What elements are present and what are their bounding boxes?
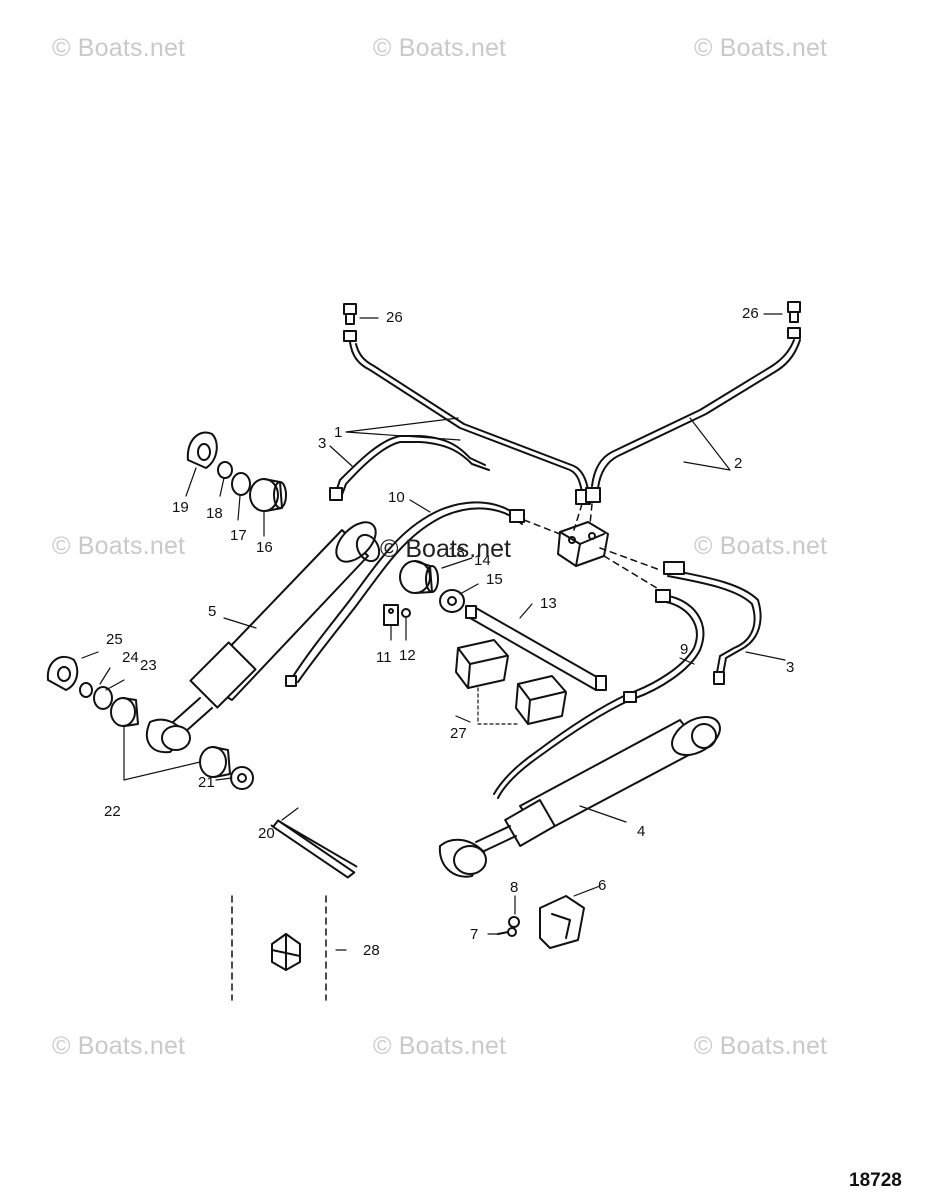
callout-15: 15 [486,571,503,588]
callout-4: 4 [637,823,646,840]
callout-10: 10 [388,489,405,506]
watermark: © Boats.net [373,1032,507,1060]
callout-2: 2 [734,455,743,472]
part-20-pin [270,819,358,879]
part-8-washer [508,916,520,928]
callout-18: 18 [206,505,223,522]
callout-1: 1 [334,424,343,441]
watermark: © Boats.net [52,532,186,560]
part-6-clamp [539,895,585,949]
diagram-reference-number: 18728 [849,1170,902,1191]
part-22-bushing [110,697,231,778]
part-3-tube-upper [329,435,490,501]
watermark: © Boats.net [52,34,186,62]
part-10-tube [285,501,525,687]
callout-17: 17 [230,527,247,544]
part-12-screw [401,608,411,618]
callout-14: 14 [474,552,491,569]
part-26-fitting-right [787,301,801,339]
callout-6: 6 [598,877,607,894]
part-17-washer [231,472,251,496]
callout-13: 13 [540,595,557,612]
part-15-washer [439,589,465,613]
callout-19: 19 [172,499,189,516]
part-1-hose [349,341,591,505]
part-26-fitting-left [343,303,357,342]
callout-25: 25 [106,631,123,648]
part-16-bushing [249,478,287,512]
connection-lines [231,503,661,1001]
part-25-mount [46,655,79,691]
callout-26: 26 [742,305,759,322]
callout-20: 20 [258,825,275,842]
part-21-washer [230,766,254,790]
watermark: © Boats.net [694,1032,828,1060]
watermark: © Boats.net [694,34,828,62]
callout-24: 24 [122,649,139,666]
callout-16: 16 [256,539,273,556]
part-28-anode [271,933,301,971]
callout-18: 18 [448,544,465,561]
callout-3: 3 [786,659,795,676]
part-19-mount [186,431,218,469]
callout-27: 27 [450,725,467,742]
part-27-blocks [455,639,567,725]
callout-22: 22 [104,803,121,820]
part-3-tube-lower [663,561,762,685]
part-14-bushing [399,560,439,594]
watermark: © Boats.net [694,532,828,560]
watermark: © Boats.net [380,535,511,563]
leader-lines [81,313,786,951]
callout-21: 21 [198,774,215,791]
part-2-hose [585,339,801,503]
callout-28: 28 [363,942,380,959]
part-7-screw [497,927,517,937]
callout-7: 7 [470,926,479,943]
callout-12: 12 [399,647,416,664]
callout-8: 8 [510,879,519,896]
callout-3: 3 [318,435,327,452]
callout-26: 26 [386,309,403,326]
part-23-washer [93,686,113,710]
part-11-bracket [383,604,399,626]
watermark: © Boats.net [373,34,507,62]
callout-11: 11 [376,649,392,666]
manifold-block [557,521,609,567]
part-9-tube [493,589,705,799]
part-4-cylinder [438,716,721,878]
callout-23: 23 [140,657,157,674]
callout-5: 5 [208,603,217,620]
callout-9: 9 [680,641,689,658]
part-18-nut [217,461,233,479]
watermark: © Boats.net [52,1032,186,1060]
part-5-cylinder [145,521,381,754]
part-24-nut [79,682,93,698]
part-13-pin [465,605,607,691]
